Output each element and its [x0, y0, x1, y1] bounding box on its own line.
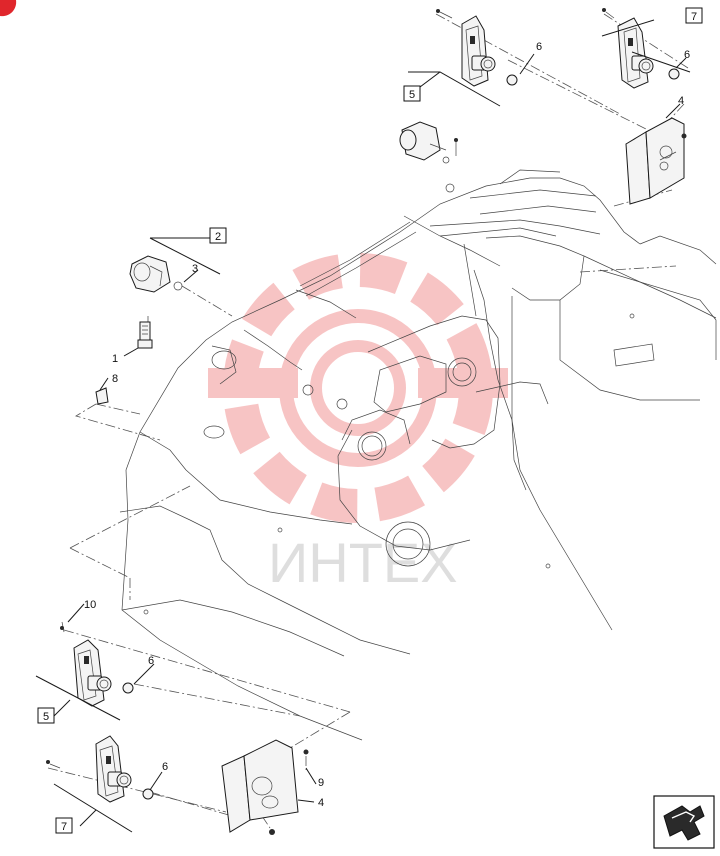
work-lamp-top-left: [436, 9, 496, 87]
callout-10: 10: [84, 599, 96, 611]
lens-6a: [506, 74, 518, 86]
alignment-leaders: [47, 13, 689, 829]
machine-frame: [119, 169, 717, 741]
callout-box-2: [209, 227, 227, 244]
corner-badge: [0, 0, 17, 17]
mounting-bracket-top: [625, 117, 687, 205]
work-lamp-top-right: [602, 8, 654, 89]
watermark-text: ИНТЕХ: [268, 531, 458, 594]
beacon-light: [399, 121, 458, 164]
callout-box-7-top: [685, 7, 703, 24]
callout-6-top-right: 6: [684, 49, 690, 61]
callout-2: 2: [215, 231, 221, 243]
callout-box-5-bottom: [37, 707, 55, 724]
callout-box-7-bottom: [55, 817, 73, 834]
callout-5-top: 5: [409, 89, 415, 101]
callout-4-top: 4: [678, 95, 684, 107]
work-lamp-bottom-right: [46, 735, 132, 803]
callout-box-5-top: [403, 85, 421, 102]
callout-6-bottom-right: 6: [162, 761, 168, 773]
watermark-logo: [208, 253, 508, 523]
callout-1: 1: [112, 353, 118, 365]
side-lamp-left: [95, 255, 183, 405]
mounting-bracket-bottom: [221, 739, 309, 835]
callout-6-bottom-left: 6: [148, 655, 154, 667]
callout-8: 8: [112, 373, 118, 385]
lens-6d: [142, 788, 154, 800]
callout-3: 3: [192, 263, 198, 275]
callout-labels: 6 6 4 5 7 2 3 1 8 10 6 5 6 9 4 7: [37, 7, 703, 834]
next-page-arrow-icon[interactable]: [653, 795, 715, 849]
callout-7-bottom: 7: [61, 821, 67, 833]
lens-6b: [668, 68, 680, 80]
callout-5-bottom: 5: [43, 711, 49, 723]
work-lamp-bottom-left: [60, 621, 112, 707]
callout-9: 9: [318, 777, 324, 789]
callout-7-top: 7: [691, 11, 697, 23]
callout-6-top-left: 6: [536, 41, 542, 53]
callout-leaders: [35, 19, 691, 833]
lens-6c: [122, 682, 134, 694]
callout-4-bottom: 4: [318, 797, 324, 809]
